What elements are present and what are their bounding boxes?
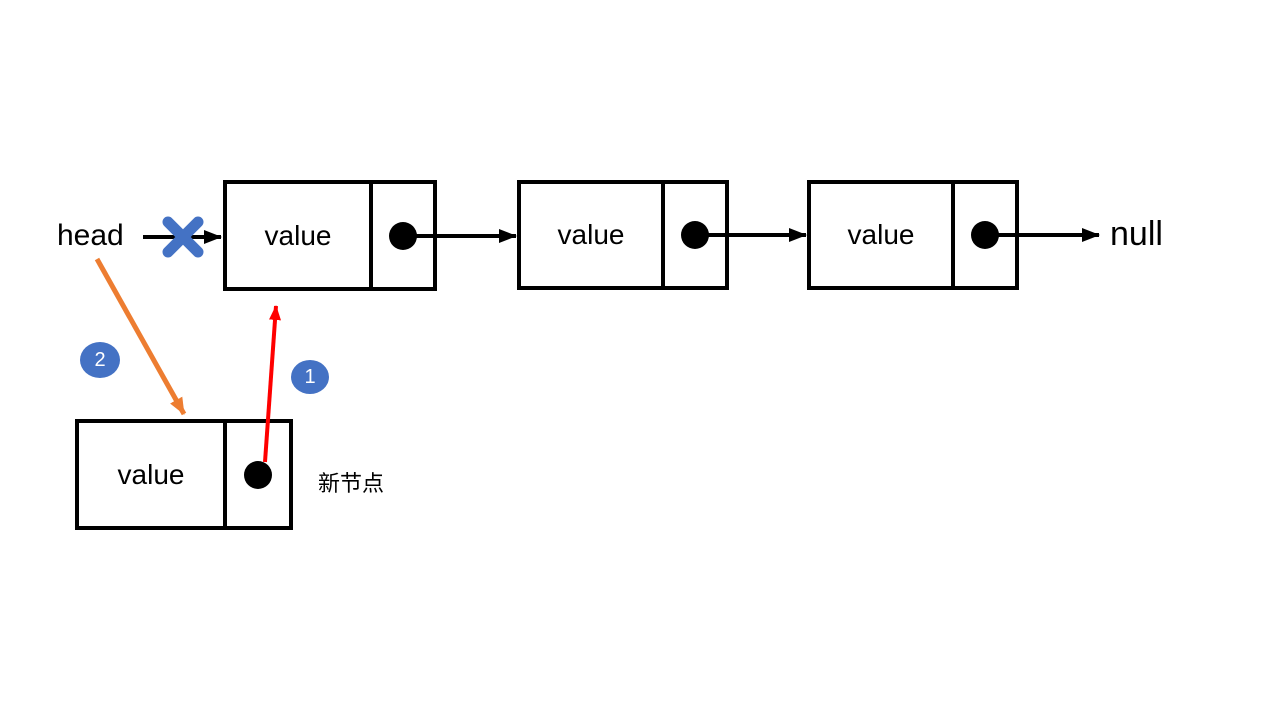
- new-node-pointer-cell: [223, 423, 289, 526]
- step2-head-to-newnode-arrow: [94, 257, 187, 416]
- new-node-caption: 新节点: [318, 471, 385, 496]
- list-node-2: value: [517, 180, 729, 290]
- node-2-pointer-cell: [661, 184, 725, 286]
- pointer-dot-icon: [244, 460, 272, 489]
- list-node-3: value: [807, 180, 1019, 290]
- node-3-value: value: [847, 219, 915, 250]
- list-node-1: value: [223, 180, 437, 291]
- pointer-dot-icon: [681, 221, 709, 249]
- new-node: value: [75, 419, 293, 530]
- node-1-pointer-cell: [369, 184, 433, 287]
- null-label: null: [1110, 215, 1163, 253]
- step-1-badge: 1: [291, 360, 329, 394]
- node-1-value: value: [264, 219, 332, 251]
- node-3-pointer-cell: [951, 184, 1015, 286]
- break-cross-icon: [162, 216, 204, 258]
- step-2-badge: 2: [80, 342, 120, 378]
- node-2-value: value: [557, 219, 625, 250]
- pointer-dot-icon: [971, 221, 999, 249]
- head-label: head: [57, 219, 124, 252]
- pointer-dot-icon: [389, 221, 417, 250]
- new-node-value: value: [117, 458, 185, 490]
